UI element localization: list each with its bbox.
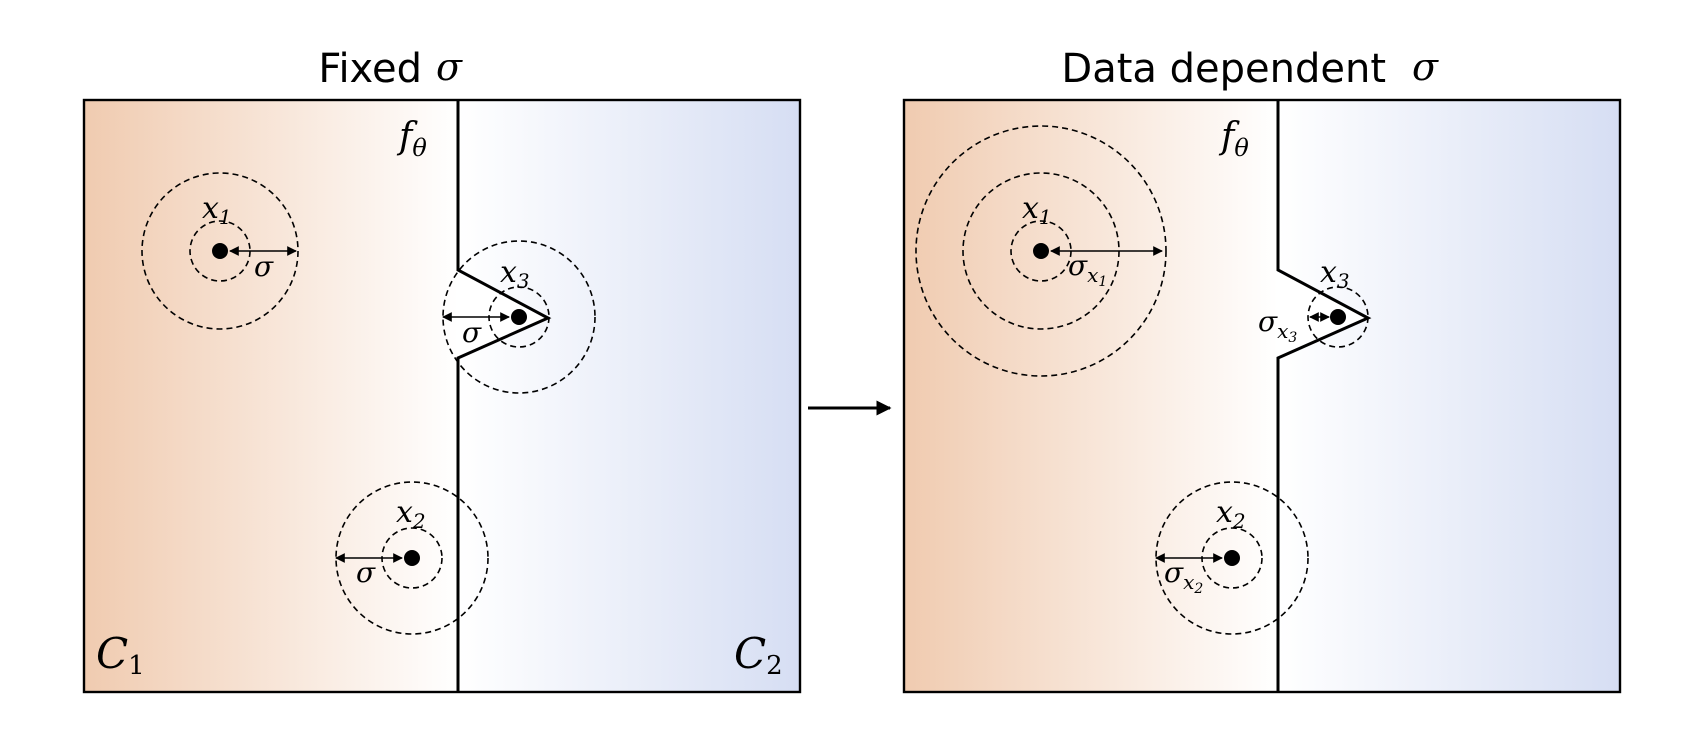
- sigma-label: σ: [462, 316, 482, 349]
- class1-region: [84, 100, 458, 692]
- panel-frame: [82, 98, 802, 694]
- point-x2: x2 σx2: [1155, 481, 1309, 635]
- sigma-label: σ: [356, 556, 376, 589]
- point-x1: x1 σ: [141, 172, 299, 330]
- point-x3: x3 σ: [442, 240, 596, 394]
- point-label: x1: [1022, 191, 1052, 229]
- outer-circle: [915, 125, 1167, 377]
- point-label: x2: [396, 495, 426, 533]
- data-point: [1224, 550, 1240, 566]
- data-point: [1033, 243, 1049, 259]
- outer-circle: [335, 481, 489, 635]
- outer-circle: [1155, 481, 1309, 635]
- point-x1: x1 σx1: [915, 125, 1167, 377]
- sigma-label: σx1: [1068, 249, 1107, 290]
- data-point: [404, 550, 420, 566]
- panel-title: Data dependent: [1061, 46, 1386, 92]
- point-x3: x3 σx3: [1258, 255, 1369, 348]
- panel-frame: [902, 98, 1622, 694]
- data-point: [1330, 309, 1346, 325]
- point-x2: x2 σ: [335, 481, 489, 635]
- panel-title-symbol: σ: [1412, 45, 1439, 89]
- panel-data-dependent-sigma: Data dependent σ fθ x1 σx1 x3 σx3: [902, 45, 1622, 694]
- outer-circle: [141, 172, 299, 330]
- panel-title-symbol: σ: [436, 45, 463, 89]
- class1-region: [904, 100, 1278, 692]
- point-label: x2: [1216, 495, 1246, 533]
- class1-label: C1: [96, 629, 145, 681]
- data-point: [511, 309, 527, 325]
- outer-circle: [442, 240, 596, 394]
- point-label: x3: [500, 255, 530, 293]
- decision-boundary: [456, 100, 552, 692]
- sigma-label: σ: [254, 250, 274, 283]
- class2-region: [458, 100, 800, 692]
- inner-circle: [1307, 286, 1369, 348]
- class2-label: C2: [734, 629, 783, 681]
- panel-title: Fixed: [318, 46, 422, 92]
- data-point: [212, 243, 228, 259]
- class2-region: [1278, 100, 1620, 692]
- panel-fixed-sigma: Fixed σ fθ C1 C2 x1 σ x3 σ: [82, 45, 802, 694]
- point-label: x3: [1320, 255, 1350, 293]
- point-label: x1: [202, 191, 232, 229]
- sigma-label: σx3: [1258, 305, 1297, 346]
- sigma-label: σx2: [1164, 556, 1203, 597]
